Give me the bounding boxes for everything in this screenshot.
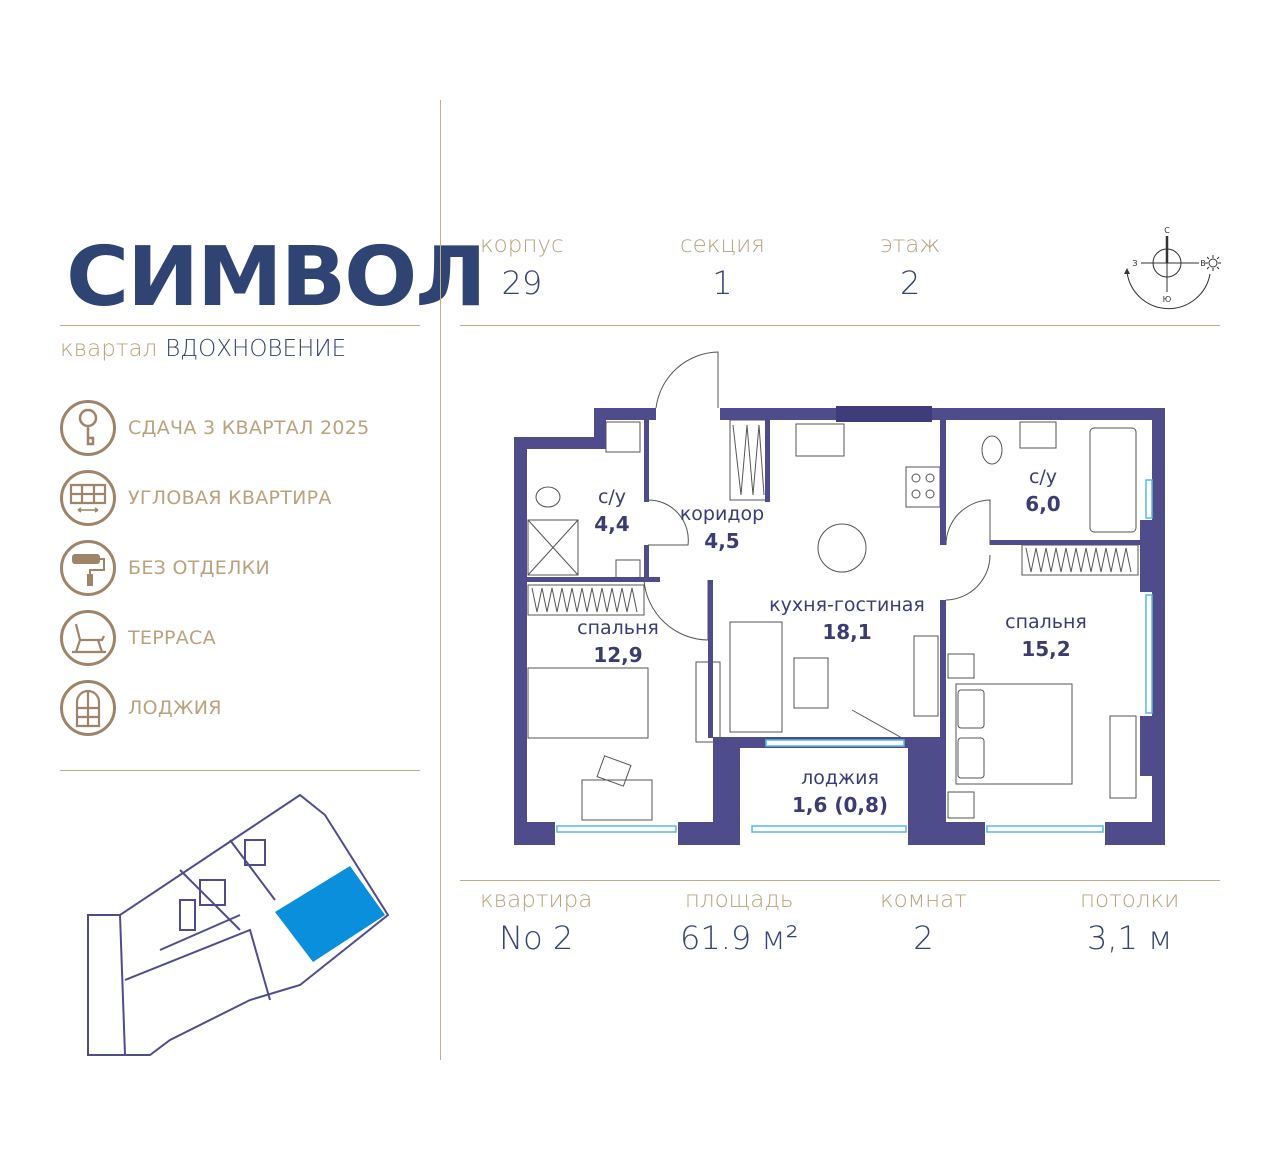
area-info: площадь 61.9 м² (680, 887, 798, 957)
divider (460, 325, 1220, 326)
feature-label: ТЕРРАСА (128, 627, 216, 649)
building-info: корпус 29 (480, 232, 564, 302)
windows (556, 479, 1153, 833)
section-value: 1 (712, 264, 733, 302)
ceiling-value: 3,1 м (1087, 919, 1173, 957)
floor-plan (514, 351, 1165, 845)
section-label: секция (680, 232, 765, 258)
feature-delivery: СДАЧА 3 КВАРТАЛ 2025 (60, 400, 370, 456)
vertical-divider (440, 100, 441, 1060)
furniture (527, 351, 1139, 821)
apartment-label: квартира (480, 887, 593, 913)
arched-window-icon (60, 680, 116, 736)
compass-s: Ю (1163, 295, 1172, 304)
district: квартал ВДОХНОВЕНИЕ (60, 336, 346, 362)
lounge-chair-icon (60, 610, 116, 666)
feature-no-finish: БЕЗ ОТДЕЛКИ (60, 540, 270, 596)
rooms-value: 2 (913, 919, 934, 957)
feature-label: ЛОДЖИЯ (128, 697, 222, 719)
ceiling-info: потолки 3,1 м (1080, 887, 1179, 957)
floor-label: этаж (880, 232, 941, 258)
rooms-info: комнат 2 (880, 887, 967, 957)
brand-logo: СИМВОЛ (66, 230, 487, 325)
compass-e: В (1200, 259, 1206, 268)
district-name: ВДОХНОВЕНИЕ (165, 336, 347, 362)
compass-n: С (1164, 226, 1170, 235)
district-prefix: квартал (60, 336, 158, 362)
divider (60, 325, 420, 326)
divider (460, 880, 1220, 881)
compass-w: З (1132, 259, 1137, 268)
feature-label: БЕЗ ОТДЕЛКИ (128, 557, 270, 579)
floor-info: этаж 2 (880, 232, 940, 302)
sun-icon (1205, 255, 1221, 271)
paint-roller-icon (60, 540, 116, 596)
site-plan (87, 793, 390, 1056)
feature-loggia: ЛОДЖИЯ (60, 680, 222, 736)
divider (60, 770, 420, 771)
corner-window-icon (60, 470, 116, 526)
feature-label: СДАЧА 3 КВАРТАЛ 2025 (128, 417, 370, 439)
compass-icon: С Ю З В (1124, 226, 1221, 310)
feature-terrace: ТЕРРАСА (60, 610, 216, 666)
key-icon (60, 400, 116, 456)
feature-label: УГЛОВАЯ КВАРТИРА (128, 487, 332, 509)
apartment-number: квартира No 2 (480, 887, 592, 957)
area-label: площадь (684, 887, 794, 913)
building-value: 29 (501, 264, 543, 302)
apartment-value: No 2 (499, 919, 574, 957)
section-info: секция 1 (680, 232, 765, 302)
rooms-label: комнат (880, 887, 967, 913)
building-label: корпус (480, 232, 564, 258)
floor-value: 2 (899, 264, 921, 302)
area-value: 61.9 м² (680, 919, 799, 957)
ceiling-label: потолки (1080, 887, 1180, 913)
apartment-highlight (275, 866, 385, 962)
feature-corner: УГЛОВАЯ КВАРТИРА (60, 470, 332, 526)
